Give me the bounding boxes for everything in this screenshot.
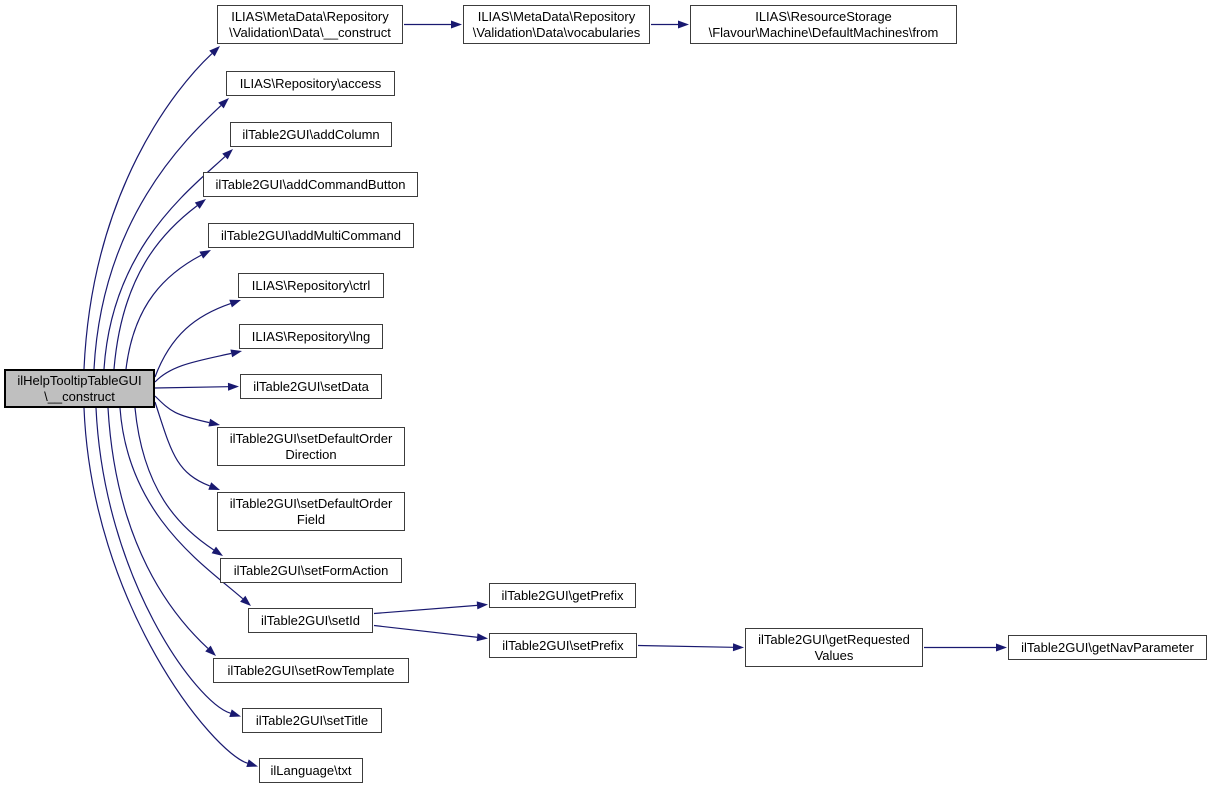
arrowhead-get-requested-values-get-nav-parameter <box>996 643 1007 652</box>
edge-main-set-default-order-direction <box>154 395 210 424</box>
edge-set-id-set-prefix <box>373 624 478 638</box>
arrowhead-set-id-get-prefix <box>476 601 488 610</box>
edge-set-id-get-prefix <box>373 604 478 615</box>
graph-node-get-prefix[interactable]: ilTable2GUI\getPrefix <box>489 583 636 608</box>
graph-node-add-column[interactable]: ilTable2GUI\addColumn <box>230 122 392 147</box>
arrowhead-main-set-id <box>240 595 251 606</box>
graph-node-from[interactable]: ILIAS\ResourceStorage \Flavour\Machine\D… <box>690 5 957 44</box>
graph-node-md-construct[interactable]: ILIAS\MetaData\Repository \Validation\Da… <box>217 5 403 44</box>
arrowhead-main-md-construct <box>209 46 220 57</box>
arrowhead-main-txt <box>246 759 258 768</box>
edge-main-ctrl <box>154 302 231 378</box>
graph-node-get-requested-values[interactable]: ilTable2GUI\getRequested Values <box>745 628 923 667</box>
graph-node-ctrl[interactable]: ILIAS\Repository\ctrl <box>238 273 384 298</box>
graph-node-set-row-template[interactable]: ilTable2GUI\setRowTemplate <box>213 658 409 683</box>
edge-main-set-form-action <box>134 407 215 551</box>
arrowhead-main-add-command-button <box>194 199 206 209</box>
arrowhead-main-add-multi-command <box>199 250 211 259</box>
arrowhead-set-prefix-get-requested-values <box>732 643 744 652</box>
arrowhead-md-construct-vocabularies <box>451 20 462 29</box>
edge-main-access <box>93 105 222 370</box>
arrowhead-main-ctrl <box>229 299 241 308</box>
graph-node-vocabularies[interactable]: ILIAS\MetaData\Repository \Validation\Da… <box>463 5 650 44</box>
edge-main-add-multi-command <box>125 254 202 370</box>
edge-main-add-command-button <box>113 205 198 370</box>
arrowhead-main-access <box>218 98 229 109</box>
graph-node-get-nav-parameter[interactable]: ilTable2GUI\getNavParameter <box>1008 635 1207 660</box>
arrowhead-main-set-default-order-direction <box>208 418 220 427</box>
edge-set-prefix-get-requested-values <box>637 644 734 648</box>
arrowhead-main-set-form-action <box>211 546 223 556</box>
graph-node-set-data[interactable]: ilTable2GUI\setData <box>240 374 382 399</box>
graph-node-txt[interactable]: ilLanguage\txt <box>259 758 363 783</box>
graph-node-add-command-button[interactable]: ilTable2GUI\addCommandButton <box>203 172 418 197</box>
graph-node-set-default-order-direction[interactable]: ilTable2GUI\setDefaultOrder Direction <box>217 427 405 466</box>
edge-main-set-row-template <box>107 407 209 649</box>
graph-node-set-prefix[interactable]: ilTable2GUI\setPrefix <box>489 633 637 658</box>
arrowhead-vocabularies-from <box>678 20 689 29</box>
edge-main-set-data <box>154 386 229 389</box>
graph-node-set-title[interactable]: ilTable2GUI\setTitle <box>242 708 382 733</box>
graph-node-set-id[interactable]: ilTable2GUI\setId <box>248 608 373 633</box>
arrowhead-main-lng <box>230 349 242 358</box>
arrowhead-set-id-set-prefix <box>476 633 488 642</box>
arrowhead-main-set-title <box>229 709 241 718</box>
graph-node-access[interactable]: ILIAS\Repository\access <box>226 71 395 96</box>
graph-node-set-default-order-field[interactable]: ilTable2GUI\setDefaultOrder Field <box>217 492 405 531</box>
graph-node-lng[interactable]: ILIAS\Repository\lng <box>239 324 383 349</box>
edge-main-md-construct <box>83 53 213 370</box>
graph-node-set-form-action[interactable]: ilTable2GUI\setFormAction <box>220 558 402 583</box>
arrowhead-main-set-default-order-field <box>208 482 220 490</box>
edge-main-lng <box>154 352 232 383</box>
edge-main-set-default-order-field <box>154 401 210 487</box>
arrowhead-main-set-row-template <box>205 645 216 656</box>
edge-main-set-title <box>95 407 231 714</box>
graph-node-add-multi-command[interactable]: ilTable2GUI\addMultiCommand <box>208 223 414 248</box>
arrowhead-main-set-data <box>227 382 239 391</box>
graph-node-main: ilHelpTooltipTableGUI \__construct <box>4 369 155 408</box>
arrowhead-main-add-column <box>222 149 233 160</box>
